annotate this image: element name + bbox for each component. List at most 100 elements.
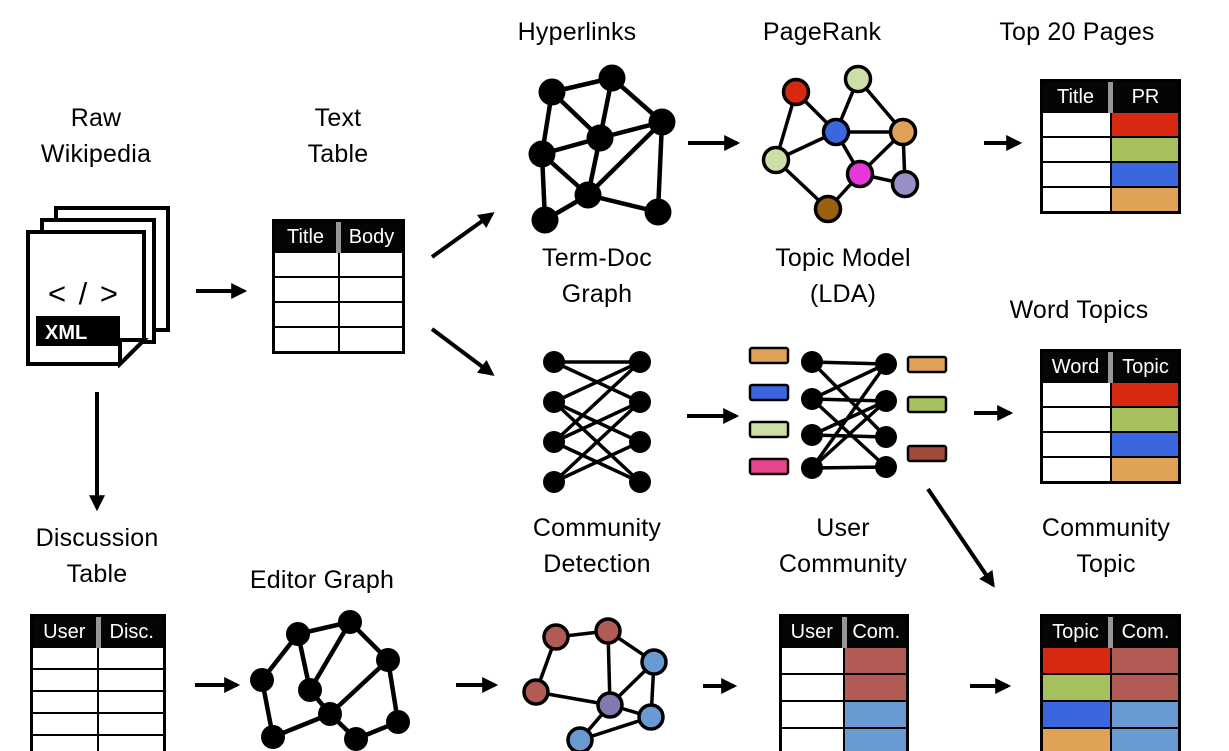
label-discussion-table: Discussion Table (35, 524, 159, 588)
topic-bar (748, 457, 790, 476)
user-community-table: User Com. (779, 614, 909, 751)
graph-nodes (528, 64, 676, 234)
table-row (1043, 383, 1178, 406)
community-node (522, 678, 550, 706)
label-word-topics: Word Topics (1009, 296, 1149, 324)
table-row (33, 690, 163, 712)
table-body (1043, 648, 1178, 751)
community-node (542, 623, 570, 651)
table-row (275, 276, 402, 301)
community-node (640, 648, 668, 676)
table-body (33, 648, 163, 751)
pagerank-node (843, 64, 873, 94)
table-row (33, 648, 163, 668)
col-header: Topic (1108, 352, 1178, 383)
community-node (596, 691, 624, 719)
table-row (1043, 673, 1178, 700)
table-row (1043, 136, 1178, 161)
label-hyperlinks: Hyperlinks (517, 18, 637, 46)
table-header: User Disc. (33, 617, 163, 648)
top-pages-table: Title PR (1040, 79, 1181, 214)
col-header: Disc. (95, 617, 164, 648)
topic-bars-right (906, 355, 948, 463)
term-doc-graph (543, 351, 651, 493)
table-body (782, 648, 906, 751)
col-header: Com. (1108, 617, 1178, 648)
topic-bars-left (748, 346, 790, 476)
table-body (1043, 383, 1178, 481)
pagerank-graph (761, 64, 920, 224)
col-header: User (43, 621, 86, 643)
pagerank-node (845, 159, 875, 189)
community-topic-table: Topic Com. (1040, 614, 1181, 751)
table-row (1043, 186, 1178, 211)
pagerank-node (890, 169, 920, 199)
table-header: Title Body (275, 222, 402, 253)
col-header: Body (336, 222, 402, 253)
wikipedia-xml-document-icon: < / > XML (26, 206, 170, 368)
table-row (1043, 113, 1178, 136)
table-row (1043, 648, 1178, 673)
label-user-community: User Community (778, 514, 908, 578)
label-top-pages: Top 20 Pages (999, 18, 1155, 46)
label-topic-model: Topic Model (LDA) (775, 244, 911, 308)
xml-label: XML (45, 322, 87, 344)
table-body (275, 253, 402, 351)
col-header: Topic (1052, 621, 1099, 643)
table-row (275, 301, 402, 326)
topic-bar (906, 444, 948, 463)
topic-bar (906, 355, 948, 374)
label-raw-wikipedia: Raw Wikipedia (40, 104, 152, 168)
label-editor-graph: Editor Graph (249, 566, 395, 594)
table-row (1043, 456, 1178, 481)
table-row (33, 668, 163, 690)
graph-edges (552, 360, 642, 484)
arrow-table-to-term-doc (430, 327, 495, 376)
table-row (1043, 727, 1178, 751)
col-header: Word (1051, 356, 1100, 378)
label-community-topic: Community Topic (1041, 514, 1171, 578)
community-node (594, 617, 622, 645)
pagerank-node (813, 194, 843, 224)
col-header: Title (286, 226, 325, 248)
page-fold-icon (118, 338, 149, 368)
col-header: Title (1056, 86, 1095, 108)
pagerank-node (821, 117, 851, 147)
label-pagerank: PageRank (762, 18, 882, 46)
label-term-doc-graph: Term-Doc Graph (542, 244, 652, 308)
community-node (566, 726, 594, 751)
table-row (1043, 431, 1178, 456)
topic-bar (748, 383, 790, 402)
table-row (782, 700, 906, 727)
discussion-table: User Disc. (30, 614, 166, 751)
word-topics-table: Word Topic (1040, 349, 1181, 484)
topic-bar (748, 420, 790, 439)
table-header: User Com. (782, 617, 906, 648)
arrow-table-to-hyperlinks (430, 212, 495, 259)
editor-graph (250, 610, 410, 751)
graph-nodes (250, 610, 410, 751)
code-markup-glyph: < / > (48, 276, 120, 311)
table-row (782, 727, 906, 751)
col-header: Com. (841, 617, 907, 648)
pagerank-node (761, 145, 791, 175)
graph-edges (810, 360, 888, 470)
topic-bar (748, 346, 790, 365)
xml-banner (36, 316, 120, 346)
pagerank-node (781, 77, 811, 107)
table-row (1043, 406, 1178, 431)
table-row (782, 648, 906, 673)
label-text-table: Text Table (307, 104, 369, 168)
table-row (33, 712, 163, 734)
col-header: User (790, 621, 833, 643)
table-row (1043, 161, 1178, 186)
hyperlinks-graph (528, 64, 676, 234)
label-community-detection: Community Detection (532, 514, 662, 578)
topic-bar (906, 395, 948, 414)
graph-nodes (801, 351, 897, 479)
table-row (275, 253, 402, 276)
table-row (33, 734, 163, 751)
community-detection-graph (522, 617, 668, 751)
table-header: Title PR (1043, 82, 1178, 113)
